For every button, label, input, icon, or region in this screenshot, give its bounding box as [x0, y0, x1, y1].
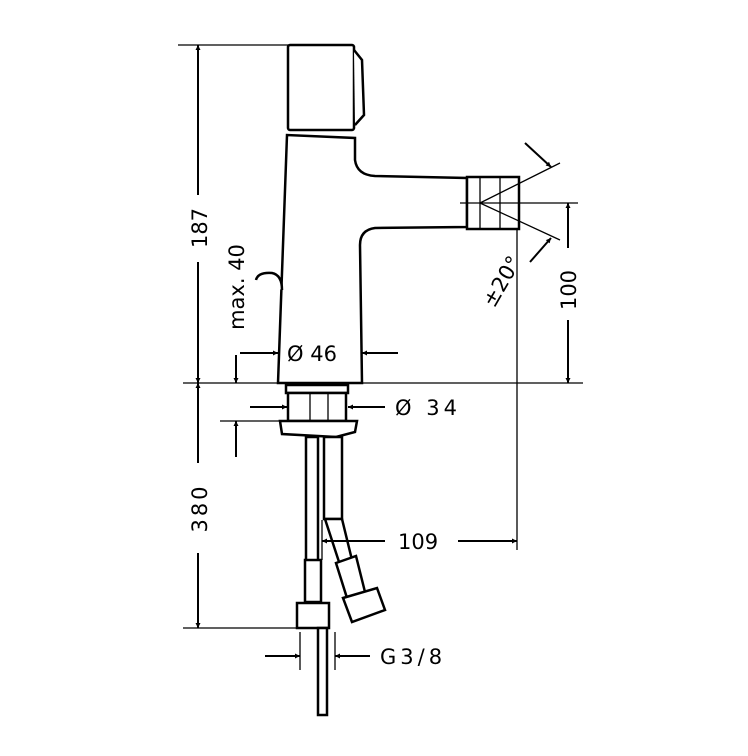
dimension-diameter-34: Ø 34	[395, 396, 461, 420]
dimension-length-380: 380	[188, 483, 212, 532]
nut-left	[295, 601, 331, 630]
nut-right	[341, 586, 387, 624]
spout	[276, 133, 469, 385]
dimension-spout-height-100: 100	[557, 270, 581, 310]
dimension-diameter-46: Ø 46	[287, 342, 337, 366]
faucet-body	[254, 43, 521, 385]
dimension-connection-g3-8: G3/8	[380, 645, 446, 669]
hose-right	[322, 435, 344, 521]
pop-up-lever	[254, 271, 284, 291]
connection-pipe	[316, 626, 329, 717]
dimension-max-40: max. 40	[225, 244, 249, 330]
hose-left	[304, 435, 320, 564]
handle-head	[286, 43, 356, 132]
handle-cap	[353, 49, 366, 126]
mounting-assembly	[278, 383, 387, 717]
dimension-angle-20: ±20°	[478, 252, 526, 311]
dimension-projection-109: 109	[398, 530, 438, 554]
dimension-height-187: 187	[188, 208, 212, 248]
